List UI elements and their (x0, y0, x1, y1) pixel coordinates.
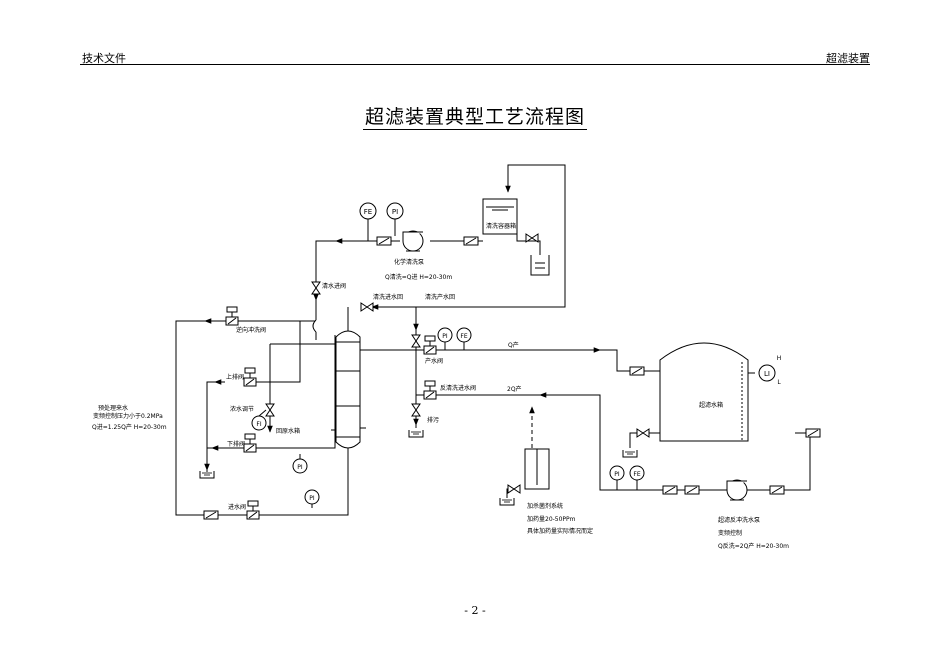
fi-conc-tag: FI (256, 421, 261, 428)
li-low-tag: L (777, 379, 781, 386)
backwash-control-valve-icon (225, 306, 239, 326)
uf-membrane-module-icon (331, 324, 366, 452)
fe-product-circle (456, 327, 472, 343)
label-bw-pump-2: 变频控制 (718, 529, 742, 537)
label-product-valve: 产水阀 (425, 357, 443, 365)
label-lower-drain: 下排阀 (227, 440, 245, 448)
fe-product-tag: FE (460, 333, 467, 340)
label-feed-2: 变频控制压力小于0.2MPa (93, 412, 163, 420)
backwash-meter-b-icon (684, 485, 700, 495)
header-left: 技术文件 (82, 52, 126, 65)
label-chem-pump: 化学清洗泵 (394, 258, 424, 266)
tank-outlet-meter-icon (805, 428, 821, 438)
chem-line-meter-icon (376, 236, 392, 246)
inlet-valve-icon (246, 500, 260, 520)
fe-chem-tag: FE (364, 208, 372, 216)
valves (265, 233, 650, 494)
label-wash-product: 清洗产水回 (425, 293, 455, 301)
wash-in-valve-icon (311, 281, 321, 295)
page-number: - 2 - (464, 604, 486, 617)
label-backwash-valve: 逆向冲洗阀 (236, 326, 266, 334)
pi-backwash-tag: PI (614, 471, 620, 478)
label-dosing-3: 具体加药量实际情况而定 (527, 527, 593, 535)
label-feed-3: Q进=1.25Q产 H=20-30m (92, 423, 167, 431)
upper-drain-valve-icon (243, 367, 257, 387)
label-to-raw-tank: 回原水箱 (276, 427, 300, 435)
label-wash-in-valve: 清水进阀 (322, 282, 346, 290)
header-right: 超滤装置 (826, 52, 870, 65)
li-tank-tag: LI (764, 370, 770, 378)
pi-chem-tag: PI (392, 208, 398, 216)
label-chem-pump-q: Q清洗=Q进 H=20-30m (385, 273, 452, 281)
backwash-pump-icon (726, 479, 748, 501)
pi-lower-circle (292, 458, 308, 474)
header-rule (80, 64, 870, 65)
label-chem-tank: 清洗容器箱 (486, 222, 516, 230)
label-uf-tank: 超滤水箱 (699, 401, 723, 409)
backwash-meter-c-icon (769, 485, 785, 495)
pi-product-circle (437, 327, 453, 343)
label-q-back: 2Q产 (507, 385, 522, 393)
label-feed-1: 预处理来水 (98, 404, 128, 412)
pi-product-tag: PI (442, 333, 448, 340)
pi-inlet-circle (304, 489, 320, 505)
fe-backwash-tag: FE (633, 471, 640, 478)
dosing-valve-icon (507, 484, 521, 494)
chem-pump-icon (402, 230, 424, 252)
uf-tank-icon (659, 342, 749, 442)
tank-inlet-meter-icon (629, 366, 645, 376)
piping (175, 164, 811, 516)
pi-lower-tag: PI (297, 464, 303, 471)
product-valve-icon (423, 335, 437, 355)
conc-valve-icon (265, 403, 275, 417)
control-valves (225, 306, 437, 520)
page-title: 超滤装置典型工艺流程图 (0, 102, 950, 130)
instrument-stems (258, 219, 396, 417)
page-title-text: 超滤装置典型工艺流程图 (362, 106, 587, 130)
drain-pit-left-icon (199, 470, 215, 479)
drain-pit-center-icon (408, 429, 424, 438)
feed-meter-icon (203, 510, 219, 520)
li-high-tag: H (777, 355, 782, 362)
label-conc-valve: 浓水调节 (230, 405, 254, 413)
diagram-labels: 化学清洗泵 Q清洗=Q进 H=20-30m 清洗容器箱 清水进阀 清洗进水回 清… (92, 222, 789, 550)
drain-pit-tank-icon (622, 449, 638, 458)
label-drain: 排污 (427, 416, 439, 424)
label-wash-return: 清洗进水回 (373, 293, 403, 301)
li-tank-circle (758, 364, 776, 382)
pi-inlet-tag: PI (309, 495, 315, 502)
lower-drain-valve-icon (243, 433, 257, 453)
label-inlet-valve: 进水阀 (228, 503, 246, 511)
tank-drain-valve-icon (636, 428, 650, 438)
chem-drain-beaker-icon (530, 255, 550, 276)
label-dosing-2: 加药量20-50PPm (527, 515, 576, 523)
label-backwash-in-valve: 反清洗进水阀 (440, 384, 476, 392)
dosing-tank-icon (524, 448, 550, 490)
label-q-product: Q产 (508, 341, 519, 349)
chem-tank-icon (482, 198, 518, 235)
backwash-meter-a-icon (662, 485, 678, 495)
dosing-drain-icon (499, 497, 515, 506)
fe-backwash-circle (629, 465, 645, 481)
instrument-tags: FE PI PI FE FI PI PI PI FE LI H L (256, 208, 781, 502)
label-bw-pump-3: Q反洗=2Q产 H=20-30m (718, 542, 789, 550)
product-branch-valve-icon (411, 334, 421, 348)
pi-backwash-circle (609, 465, 625, 481)
backwash-in-valve-icon (423, 380, 437, 400)
chem-tank-meter-icon (463, 236, 479, 246)
label-upper-drain: 上排阀 (226, 373, 244, 381)
wash-return-valve-icon (360, 302, 374, 312)
drain-valve-icon (411, 403, 421, 417)
label-bw-pump-1: 超滤反冲洗水泵 (718, 516, 760, 524)
label-dosing-1: 加杀菌剂系统 (527, 502, 563, 510)
